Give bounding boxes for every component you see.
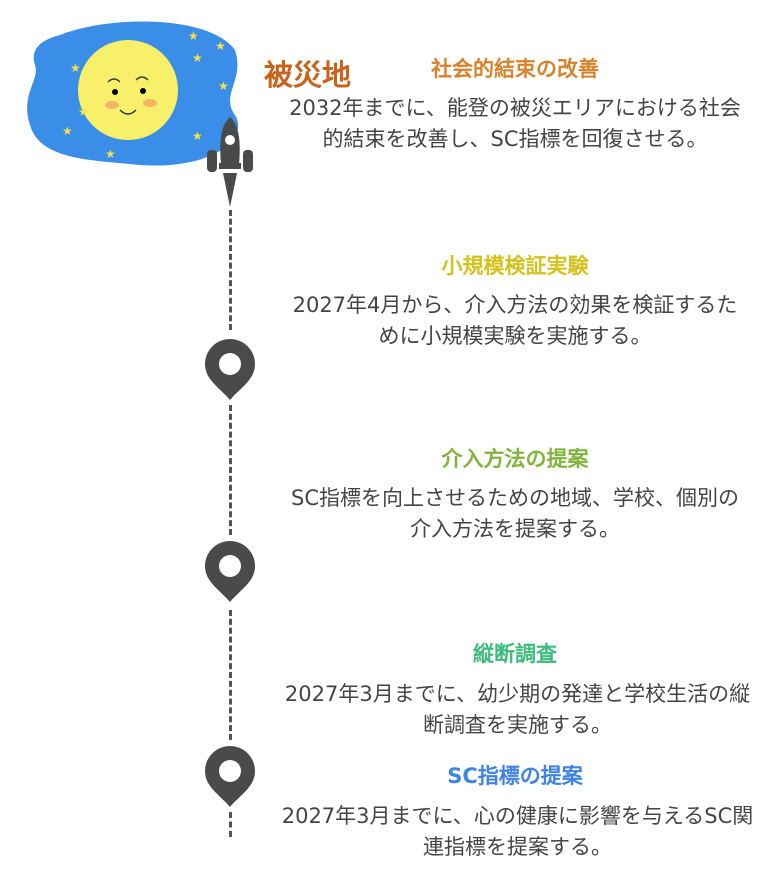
step-text: 2027年4月から、介入方法の効果を検証するために小規模実験を実施する。 (292, 293, 738, 348)
timeline-line (229, 812, 235, 837)
step-text: 2027年3月までに、心の健康に影響を与えるSC関連指標を提案する。 (281, 804, 754, 859)
map-pin-icon (205, 541, 255, 602)
svg-text:★: ★ (78, 105, 89, 119)
step-title: 社会的結束の改善 (431, 57, 599, 81)
svg-text:★: ★ (188, 29, 199, 43)
step-text: 2027年3月までに、幼少期の発達と学校生活の縦断調査を実施する。 (284, 682, 751, 737)
svg-text:★: ★ (192, 129, 203, 143)
svg-text:★: ★ (70, 61, 81, 75)
map-pin-icon (205, 339, 255, 400)
moon-illustration: ★ ★ ★ ★ ★ ★ ★ ★ ★ (27, 21, 239, 166)
step-title: 縦断調査 (473, 642, 557, 666)
svg-text:★: ★ (105, 147, 116, 161)
rocket-icon (207, 117, 253, 207)
timeline-line (229, 210, 235, 330)
region-label: 被災地 (264, 58, 352, 92)
step-title: 小規模検証実験 (441, 254, 589, 278)
svg-text:★: ★ (215, 39, 226, 53)
timeline-line (229, 610, 235, 740)
svg-text:★: ★ (62, 124, 73, 138)
svg-text:★: ★ (192, 51, 203, 65)
step-text: SC指標を向上させるための地域、学校、個別の介入方法を提案する。 (291, 486, 739, 541)
map-pin-icon (205, 746, 255, 807)
step-title: SC指標の提案 (447, 764, 583, 788)
step-title: 介入方法の提案 (441, 447, 589, 471)
svg-text:★: ★ (218, 79, 229, 93)
timeline-line (229, 405, 235, 535)
step-text: 2032年までに、能登の被災エリアにおける社会的結束を改善し、SC指標を回復させ… (289, 96, 741, 151)
